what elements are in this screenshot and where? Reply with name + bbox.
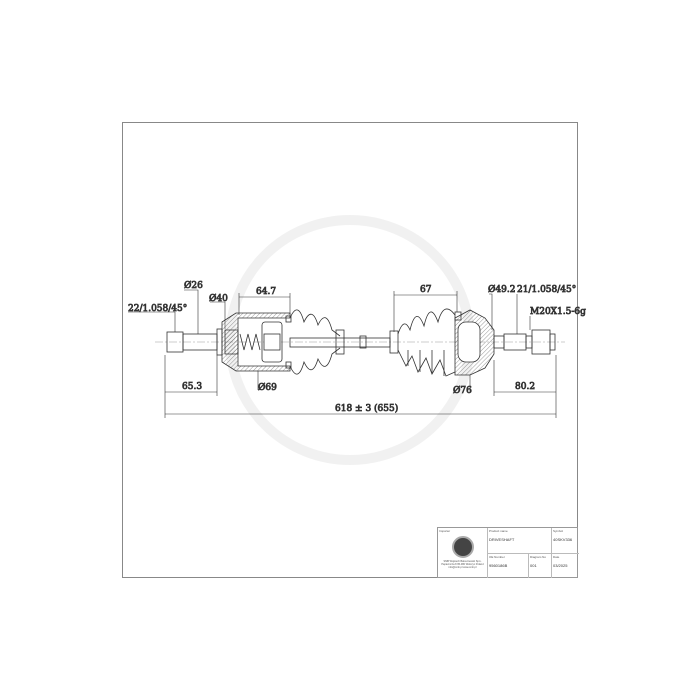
importer-cell: Importer SMB Wojciech Balcerzewski Sp.k.… — [438, 528, 487, 578]
dim-dia-49-2: Ø49.2 — [488, 284, 515, 295]
date: 03/2025 — [553, 563, 568, 568]
product-name-cell: Product name DRIVESHAFT — [487, 528, 551, 553]
product-name-label: Product name — [489, 529, 508, 533]
outer-cv-joint — [454, 309, 495, 376]
importer-label: Importer — [439, 529, 451, 533]
dim-64-7: 64.7 — [256, 287, 276, 297]
inner-cv-joint — [221, 312, 291, 372]
symbol-label: Symbol — [553, 529, 564, 533]
dim-left-spline: 22/1.058/45° — [128, 304, 187, 314]
diagram-no-label: Diagram No — [530, 555, 547, 559]
dim-dia-40: Ø40 — [209, 293, 228, 304]
date-label: Date — [553, 555, 560, 559]
importer-logo — [451, 536, 474, 558]
symbol: 40SKV336 — [553, 537, 573, 542]
dim-thread: M20X1.5-6g — [530, 307, 586, 317]
symbol-cell: Symbol 40SKV336 — [551, 528, 579, 553]
title-block: Importer SMB Wojciech Balcerzewski Sp.k.… — [437, 527, 579, 578]
diagram-no-cell: Diagram No 001 — [528, 553, 551, 578]
inner-boot — [285, 309, 345, 375]
date-cell: Date 03/2025 — [551, 553, 579, 578]
dim-right-spline: 21/1.058/45° — [517, 285, 576, 295]
right-stub — [493, 329, 556, 355]
oe-number: 9560186B — [489, 563, 508, 568]
dimension-lines — [128, 289, 557, 418]
product-name: DRIVESHAFT — [489, 537, 515, 542]
oe-number-cell: OE Number 9560186B — [487, 553, 528, 578]
dim-65-3: 65.3 — [182, 382, 202, 392]
dim-total-length: 618 ± 3 (655) — [335, 403, 398, 414]
drawing-frame — [122, 122, 578, 578]
dim-80-2: 80.2 — [515, 382, 535, 392]
dim-dia-26: Ø26 — [184, 280, 203, 291]
dim-dia-76: Ø76 — [453, 385, 472, 396]
dim-dia-69: Ø69 — [258, 382, 277, 393]
dim-67: 67 — [420, 285, 432, 295]
oe-number-label: OE Number — [489, 555, 505, 559]
diagram-no: 001 — [530, 563, 537, 568]
outer-boot — [389, 308, 456, 377]
importer-address: SMB Wojciech Balcerzewski Sp.k. Papierni… — [441, 560, 484, 569]
